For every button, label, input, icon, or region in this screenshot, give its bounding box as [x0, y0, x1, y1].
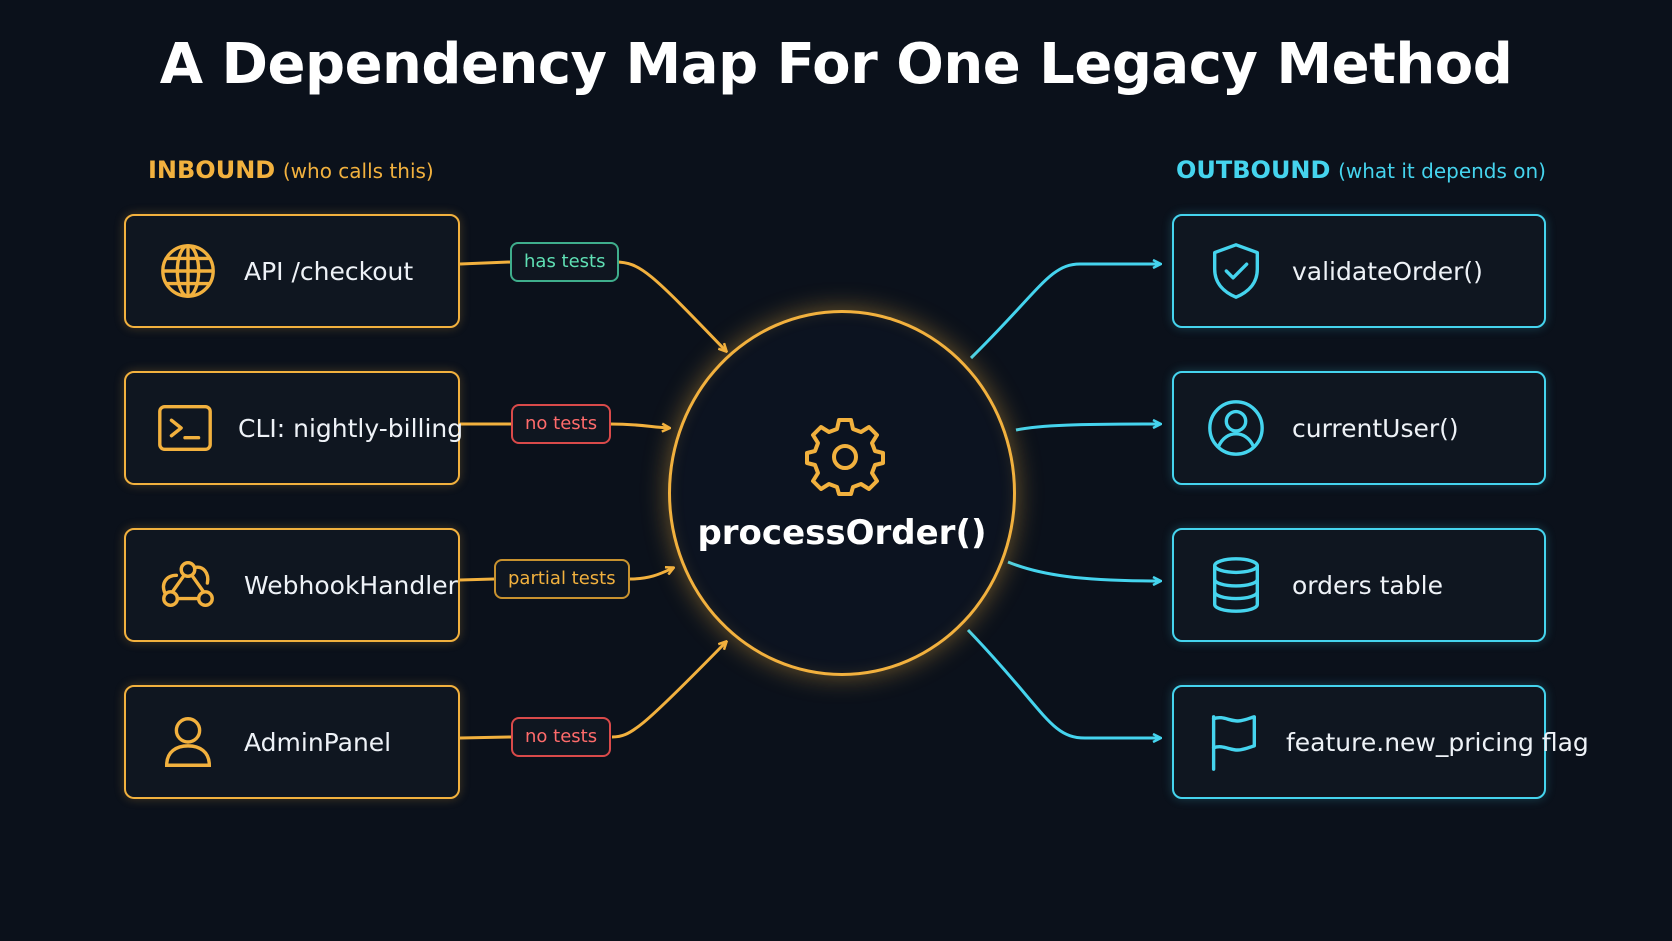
inbound-connector-1a: [459, 260, 511, 266]
inbound-node-admin-panel[interactable]: AdminPanel: [124, 685, 460, 799]
inbound-node-label: CLI: nightly-billing: [238, 413, 464, 443]
inbound-node-label: API /checkout: [244, 256, 414, 286]
webhook-icon: [154, 551, 222, 619]
inbound-node-webhook-handler[interactable]: WebhookHandler: [124, 528, 460, 642]
outbound-section-label: OUTBOUND (what it depends on): [1176, 156, 1546, 184]
inbound-node-label: WebhookHandler: [244, 570, 458, 600]
globe-icon: [154, 237, 222, 305]
inbound-section-label: INBOUND (who calls this): [148, 156, 434, 184]
diagram-title: A Dependency Map For One Legacy Method: [159, 32, 1513, 97]
test-status-badge-no-tests: no tests: [511, 717, 612, 757]
outbound-node-label: orders table: [1292, 570, 1443, 600]
inbound-connector-4a: [459, 735, 512, 740]
outbound-node-orders-table[interactable]: orders table: [1172, 528, 1546, 642]
outbound-node-feature-flag[interactable]: feature.new_pricing flag: [1172, 685, 1589, 799]
outbound-arrow-4: [966, 628, 1160, 738]
inbound-arrow-1: [614, 260, 726, 351]
inbound-arrow-2: [609, 422, 669, 428]
outbound-node-current-user[interactable]: currentUser(): [1172, 371, 1546, 485]
center-method-label: processOrder(): [697, 513, 987, 553]
terminal-icon: [154, 394, 216, 462]
outbound-node-label: feature.new_pricing flag: [1286, 727, 1589, 757]
flag-icon: [1202, 708, 1264, 776]
user-circle-icon: [1202, 394, 1270, 462]
outbound-arrow-3: [1007, 560, 1160, 581]
gear-icon: [805, 418, 885, 496]
inbound-node-cli-nightly-billing[interactable]: CLI: nightly-billing: [124, 371, 464, 485]
outbound-subheading: (what it depends on): [1338, 159, 1546, 183]
center-method-node[interactable]: processOrder(): [668, 310, 1016, 676]
test-status-badge-has-tests: has tests: [510, 242, 620, 282]
inbound-arrow-4: [611, 642, 726, 739]
inbound-subheading: (who calls this): [282, 159, 434, 183]
inbound-heading: INBOUND: [148, 156, 276, 184]
test-status-badge-no-tests: no tests: [511, 404, 612, 444]
inbound-connector-3a: [459, 577, 495, 582]
outbound-node-label: currentUser(): [1292, 413, 1459, 443]
outbound-arrow-1: [969, 264, 1160, 360]
shield-check-icon: [1202, 237, 1270, 305]
outbound-arrow-2: [1015, 424, 1160, 432]
user-icon: [154, 708, 222, 776]
test-status-badge-partial-tests: partial tests: [494, 559, 630, 599]
inbound-node-api-checkout[interactable]: API /checkout: [124, 214, 460, 328]
outbound-node-label: validateOrder(): [1292, 256, 1483, 286]
inbound-node-label: AdminPanel: [244, 727, 392, 757]
outbound-heading: OUTBOUND: [1175, 156, 1331, 184]
inbound-arrow-3: [629, 568, 673, 581]
outbound-node-validate-order[interactable]: validateOrder(): [1172, 214, 1546, 328]
database-icon: [1202, 551, 1270, 619]
